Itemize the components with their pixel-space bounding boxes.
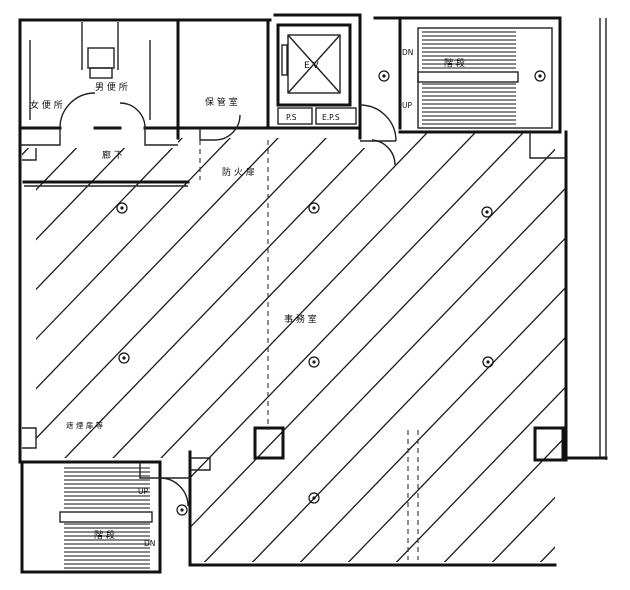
toilet-block — [18, 18, 180, 146]
light-fixtures — [116, 70, 546, 516]
hatch-line — [22, 132, 441, 562]
hatch-line — [600, 20, 630, 590]
light-fixture-dot — [120, 206, 124, 210]
hatch-line — [22, 132, 345, 562]
hatch-line — [407, 132, 566, 562]
storage-room — [176, 18, 270, 141]
light-fixture-dot — [486, 360, 490, 364]
hatch-line — [22, 132, 489, 562]
hatch-line — [311, 132, 566, 562]
light-fixture-icon — [118, 352, 130, 364]
hatch-line — [0, 20, 8, 590]
hatch-line — [455, 132, 566, 562]
columns — [22, 426, 565, 471]
toilet-women-label: 女 便 所 — [30, 99, 63, 111]
light-fixture-icon — [308, 356, 320, 368]
light-fixture-dot — [485, 210, 489, 214]
hatch-line — [359, 132, 566, 562]
eps-label: E.P.S — [322, 113, 340, 122]
south-up-label: UP — [138, 487, 148, 496]
light-fixture-icon — [308, 492, 320, 504]
hatch-line — [263, 132, 566, 562]
light-fixture-dot — [538, 74, 542, 78]
north-up-label: UP — [402, 101, 412, 110]
elevator-core — [266, 13, 362, 140]
hatch-line — [551, 132, 566, 562]
office-label: 事 務 室 — [284, 313, 317, 325]
light-fixture-icon — [308, 202, 320, 214]
light-fixture-dot — [312, 360, 316, 364]
light-fixture-icon — [482, 356, 494, 368]
light-fixture-dot — [312, 496, 316, 500]
south-stair-label: 階 段 — [94, 529, 115, 541]
corridor — [22, 148, 190, 187]
light-fixture-dot — [312, 206, 316, 210]
light-fixture-icon — [378, 70, 390, 82]
storage-label: 保 管 室 — [205, 96, 238, 108]
light-fixture-icon — [116, 202, 128, 214]
hatch-line — [215, 132, 566, 562]
handrail-label: 遮 煙 扉 等 — [66, 420, 104, 430]
fire-door-label: 防 火 扉 — [222, 166, 255, 178]
ps-label: P.S — [286, 113, 297, 122]
north-stair — [359, 16, 566, 166]
hatch-line — [119, 132, 566, 562]
light-fixture-dot — [382, 74, 386, 78]
outer-walls — [18, 13, 608, 574]
hatch-line — [167, 132, 566, 562]
north-stair-label: 階 段 — [444, 57, 465, 69]
north-dn-label: DN — [402, 48, 413, 57]
light-fixture-icon — [481, 206, 493, 218]
light-fixture-dot — [180, 508, 184, 512]
toilet-men-label: 男 便 所 — [95, 81, 128, 93]
hatch-line — [22, 132, 393, 562]
light-fixture-icon — [176, 504, 188, 516]
south-dn-label: DN — [144, 539, 155, 548]
corridor-label: 廊 下 — [102, 149, 123, 161]
light-fixture-dot — [122, 356, 126, 360]
light-fixture-icon — [534, 70, 546, 82]
dashed-lines — [199, 140, 419, 560]
elevator-label: E V — [304, 61, 320, 71]
south-stair — [59, 462, 190, 569]
